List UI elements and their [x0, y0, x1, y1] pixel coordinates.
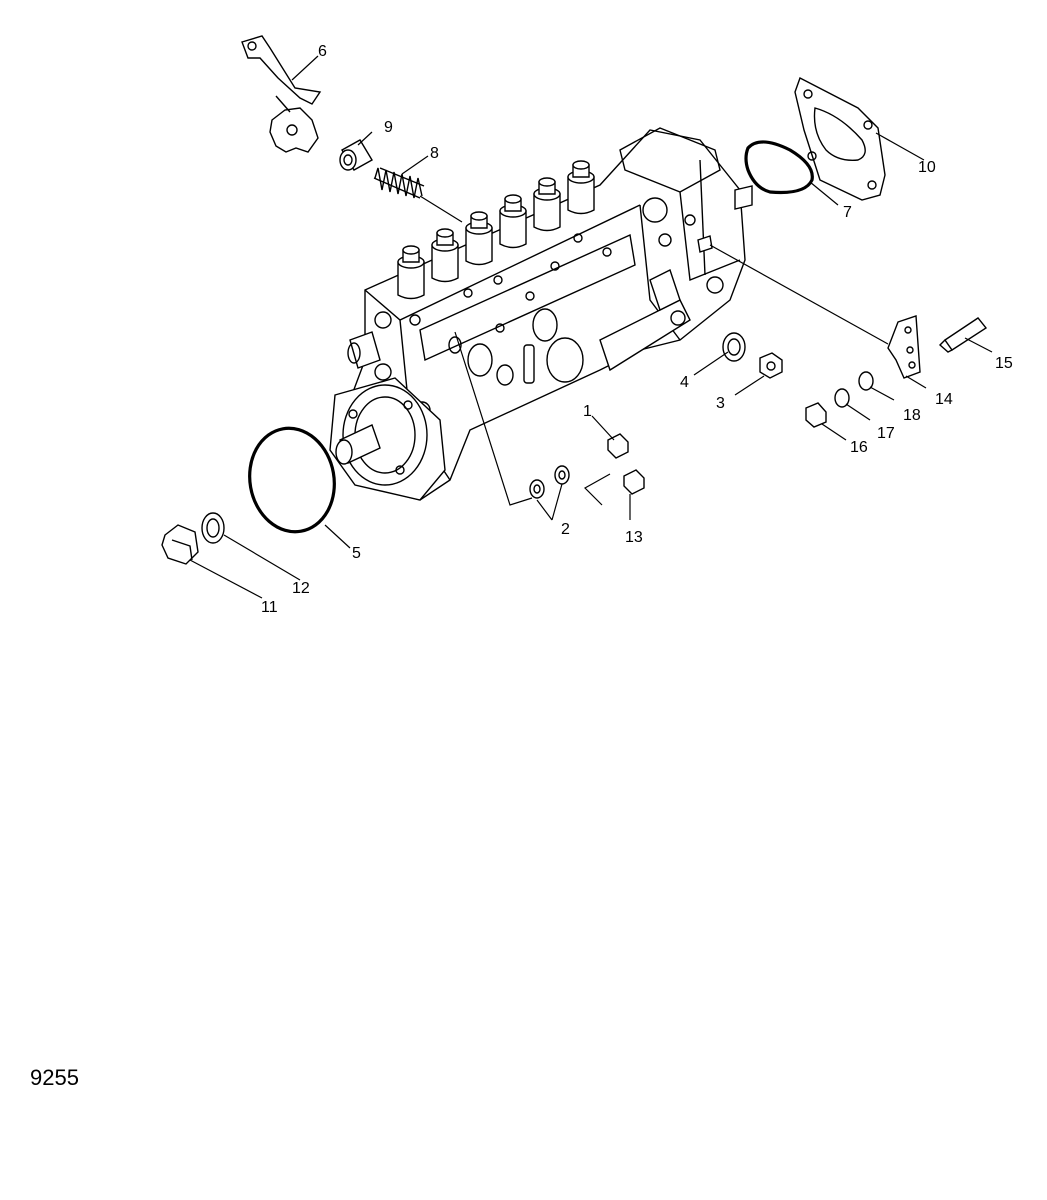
part-5-o-ring: [248, 426, 336, 534]
injection-pump-body: [329, 127, 746, 501]
figure-number: 9255: [30, 1065, 79, 1090]
part-7-gasket: [744, 140, 814, 195]
callout-10: 10: [918, 159, 936, 176]
callout-15: 15: [995, 355, 1013, 372]
callout-16: 16: [850, 439, 868, 456]
part-10-cover-plate: [794, 77, 886, 201]
callout-3: 3: [716, 395, 725, 412]
delivery-valve-holders: [397, 160, 595, 300]
callout-8: 8: [430, 145, 439, 162]
part-4-washer: [722, 332, 746, 362]
rear-fitting: [697, 235, 713, 253]
part-11-hex-nut: [161, 524, 199, 565]
part-6-lever-bracket: [241, 35, 322, 153]
callout-9: 9: [384, 119, 393, 136]
callout-numbers: 1 2 3 4 5 6 7 8 9 10 11 12 13 14 15 16 1…: [261, 43, 1013, 616]
part-14-bracket: [887, 315, 921, 379]
callout-7: 7: [843, 204, 852, 221]
part-13-bolt: [623, 469, 645, 495]
callout-5: 5: [352, 545, 361, 562]
part-3-nut: [759, 352, 783, 379]
part-18-washer: [858, 371, 874, 391]
callout-12: 12: [292, 580, 310, 597]
part-1-bolt: [607, 433, 629, 459]
callout-18: 18: [903, 407, 921, 424]
part-8-spring: [373, 167, 425, 199]
callout-14: 14: [935, 391, 953, 408]
part-12-washer: [201, 512, 225, 544]
callout-2: 2: [561, 521, 570, 538]
rear-shaft-stub: [734, 185, 753, 210]
callout-11: 11: [261, 599, 278, 616]
callout-4: 4: [680, 374, 689, 391]
part-2-washers: [529, 465, 570, 499]
callout-6: 6: [318, 43, 327, 60]
callout-17: 17: [877, 425, 895, 442]
part-16-nut: [805, 402, 827, 428]
callout-13: 13: [625, 529, 643, 546]
part-17-washer: [834, 388, 850, 408]
part-9-collar: [339, 139, 373, 171]
leader-lines: [189, 55, 993, 599]
part-15-stud: [938, 317, 988, 353]
callout-1: 1: [583, 403, 592, 420]
